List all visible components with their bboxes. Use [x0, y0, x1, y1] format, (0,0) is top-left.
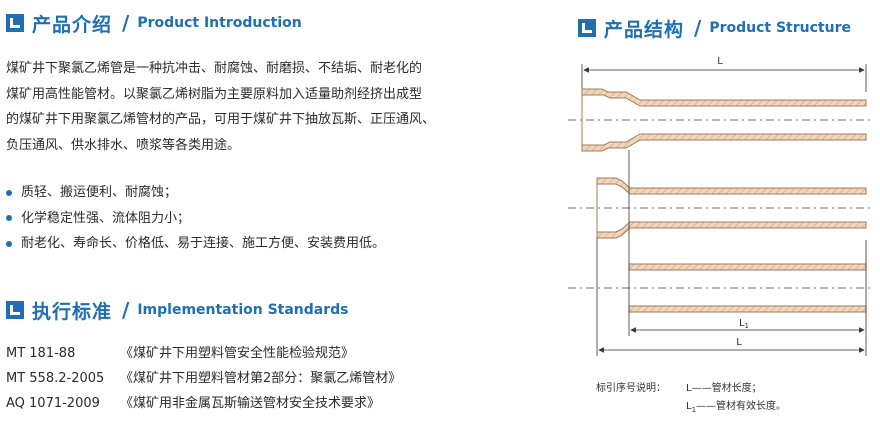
- feature-item: 化学稳定性强、流体阻力小；: [6, 206, 385, 232]
- standard-name: 《煤矿井下用塑料管安全性能检验规范》: [120, 346, 355, 361]
- intro-section-header: 产品介绍 / Product Introduction: [6, 10, 302, 36]
- bullet-icon: [6, 215, 12, 222]
- feature-text: 耐老化、寿命长、价格低、易于连接、施工方便、安装费用低。: [21, 236, 386, 251]
- feature-text: 化学稳定性强、流体阻力小；: [21, 210, 191, 226]
- feature-list: 质轻、搬运便利、耐腐蚀； 化学稳定性强、流体阻力小； 耐老化、寿命长、价格低、易…: [6, 180, 385, 257]
- dim-label-l1: L1: [739, 318, 749, 330]
- intro-line: 负压通风、供水排水、喷浆等各类用途。: [6, 137, 241, 153]
- standard-name: 《煤矿井下用塑料管材第2部分：聚氯乙烯管材》: [120, 371, 402, 386]
- dimension-total-length-bottom: L: [598, 337, 865, 353]
- title-divider: /: [122, 11, 130, 35]
- intro-title-cn: 产品介绍: [32, 13, 113, 36]
- legend-l1: L1——管材有效长度。: [686, 401, 787, 414]
- standard-code: MT 181-88: [6, 346, 76, 361]
- standard-row: AQ 1071-2009 《煤矿用非金属瓦斯输送管材安全技术要求》: [6, 392, 380, 416]
- intro-title-en: Product Introduction: [137, 15, 302, 31]
- intro-paragraph: 煤矿井下聚氯乙烯管是一种抗冲击、耐腐蚀、耐磨损、不结垢、耐老化的 煤矿用高性能管…: [6, 56, 476, 158]
- dim-label-l-top: L: [717, 56, 723, 67]
- standards-title-cn: 执行标准: [32, 300, 113, 323]
- standard-code: MT 558.2-2005: [6, 371, 105, 386]
- standard-name: 《煤矿用非金属瓦斯输送管材安全技术要求》: [120, 396, 381, 411]
- dimension-total-length-top: L: [581, 56, 867, 92]
- bullet-icon: [6, 189, 12, 196]
- standard-code: AQ 1071-2009: [6, 396, 100, 411]
- section-marker-icon: [6, 14, 24, 32]
- dimension-effective-length: L1: [630, 318, 865, 333]
- feature-item: 耐老化、寿命长、价格低、易于连接、施工方便、安装费用低。: [6, 231, 385, 257]
- standard-row: MT 181-88 《煤矿井下用塑料管安全性能检验规范》: [6, 342, 354, 366]
- structure-title-en: Product Structure: [709, 20, 851, 36]
- title-divider: /: [694, 16, 702, 40]
- structure-title-cn: 产品结构: [604, 18, 685, 41]
- structure-section-header: 产品结构 / Product Structure: [578, 15, 851, 41]
- standard-row: MT 558.2-2005 《煤矿井下用塑料管材第2部分：聚氯乙烯管材》: [6, 367, 401, 391]
- feature-text: 质轻、搬运便利、耐腐蚀；: [21, 185, 178, 200]
- bullet-icon: [6, 240, 12, 247]
- pipe-with-socket-2: [568, 177, 870, 239]
- dim-label-l-bottom: L: [736, 337, 742, 348]
- plain-pipe: [568, 263, 870, 313]
- pipe-with-socket-1: [568, 88, 870, 152]
- legend-l: L——管材长度；: [686, 383, 762, 394]
- intro-line: 煤矿用高性能管材。以聚氯乙烯树脂为主要原料加入适量助剂经挤出成型: [6, 86, 423, 102]
- standards-section-header: 执行标准 / Implementation Standards: [6, 297, 349, 323]
- title-divider: /: [122, 298, 130, 322]
- section-marker-icon: [6, 301, 24, 319]
- feature-item: 质轻、搬运便利、耐腐蚀；: [6, 180, 385, 206]
- standards-title-en: Implementation Standards: [137, 302, 349, 318]
- legend-title: 标引序号说明：: [596, 383, 666, 394]
- intro-line: 煤矿井下聚氯乙烯管是一种抗冲击、耐腐蚀、耐磨损、不结垢、耐老化的: [6, 61, 423, 76]
- intro-line: 的煤矿井下用聚氯乙烯管材的产品，可用于煤矿井下抽放瓦斯、正压通风、: [6, 112, 436, 127]
- section-marker-icon: [578, 19, 596, 37]
